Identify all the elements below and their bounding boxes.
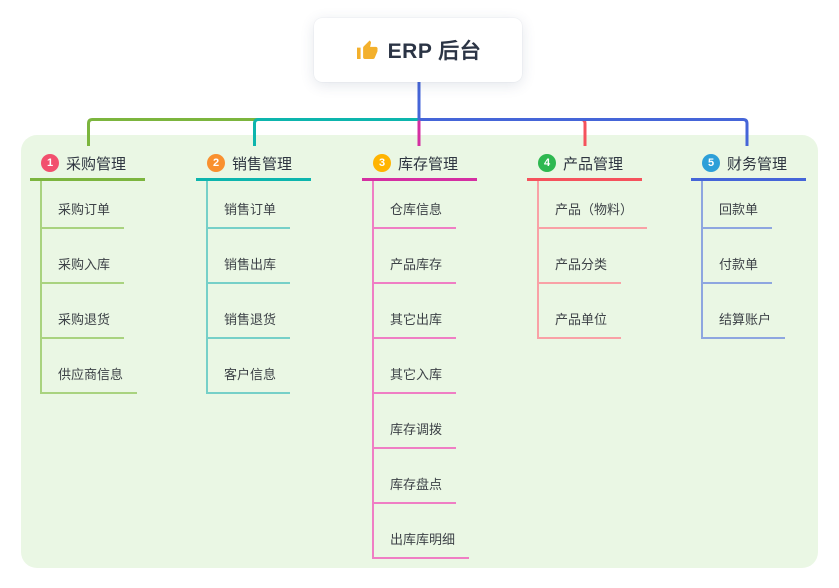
thumbs-up-icon	[356, 40, 378, 59]
child-node[interactable]: 采购退货	[40, 284, 190, 339]
child-node[interactable]: 其它入库	[372, 339, 522, 394]
child-label: 产品库存	[372, 254, 457, 284]
branch-number-badge: 4	[538, 154, 556, 172]
child-label: 库存调拨	[372, 419, 457, 449]
branch-column: 2 销售管理 销售订单销售出库销售退货客户信息	[196, 148, 356, 394]
branch-spine-line	[537, 181, 539, 339]
branch-column: 3 库存管理 仓库信息产品库存其它出库其它入库库存调拨库存盘点出库库明细	[362, 148, 522, 559]
branch-column: 5 财务管理 回款单付款单结算账户	[691, 148, 839, 339]
child-node[interactable]: 产品库存	[372, 229, 522, 284]
branch-number-badge: 3	[373, 154, 391, 172]
child-label: 出库库明细	[372, 529, 470, 559]
branch-header[interactable]: 2 销售管理	[196, 148, 312, 181]
child-label: 产品分类	[537, 254, 622, 284]
child-node[interactable]: 仓库信息	[372, 181, 522, 229]
child-label: 结算账户	[701, 309, 786, 339]
child-label: 回款单	[701, 199, 773, 229]
branch-children: 销售订单销售出库销售退货客户信息	[206, 181, 356, 394]
branch-column: 1 采购管理 采购订单采购入库采购退货供应商信息	[30, 148, 190, 394]
child-label: 产品（物料）	[537, 199, 648, 229]
child-label: 采购退货	[40, 309, 125, 339]
child-label: 客户信息	[206, 364, 291, 394]
branch-header[interactable]: 3 库存管理	[362, 148, 478, 181]
branch-label: 销售管理	[232, 155, 293, 173]
branch-number-badge: 2	[207, 154, 225, 172]
branch-column: 4 产品管理 产品（物料） 产品分类产品单位	[527, 148, 687, 339]
branch-label: 采购管理	[66, 155, 127, 173]
branch-children: 产品（物料） 产品分类产品单位	[537, 181, 687, 339]
branch-children: 采购订单采购入库采购退货供应商信息	[40, 181, 190, 394]
child-node[interactable]: 采购入库	[40, 229, 190, 284]
branch-header[interactable]: 1 采购管理	[30, 148, 146, 181]
child-label: 付款单	[701, 254, 773, 284]
child-node[interactable]: 供应商信息	[40, 339, 190, 394]
branch-label: 财务管理	[727, 155, 788, 173]
branch-spine-line	[701, 181, 703, 339]
child-node[interactable]: 产品分类	[537, 229, 687, 284]
child-node[interactable]: 销售订单	[206, 181, 356, 229]
branch-spine-line	[372, 181, 374, 559]
child-node[interactable]: 销售出库	[206, 229, 356, 284]
child-label: 采购订单	[40, 199, 125, 229]
branch-spine-line	[40, 181, 42, 394]
child-node[interactable]: 出库库明细	[372, 504, 522, 559]
child-node[interactable]: 其它出库	[372, 284, 522, 339]
child-node[interactable]: 库存调拨	[372, 394, 522, 449]
child-node[interactable]: 产品单位	[537, 284, 687, 339]
branch-header[interactable]: 4 产品管理	[527, 148, 643, 181]
branch-number-badge: 1	[41, 154, 59, 172]
child-label: 销售订单	[206, 199, 291, 229]
child-node[interactable]: 库存盘点	[372, 449, 522, 504]
child-label: 供应商信息	[40, 364, 138, 394]
child-label: 产品单位	[537, 309, 622, 339]
branch-label: 库存管理	[398, 155, 459, 173]
child-node[interactable]: 结算账户	[701, 284, 839, 339]
branches-panel	[21, 135, 818, 568]
child-label: 仓库信息	[372, 199, 457, 229]
branch-spine-line	[206, 181, 208, 394]
child-node[interactable]: 销售退货	[206, 284, 356, 339]
branch-children: 仓库信息产品库存其它出库其它入库库存调拨库存盘点出库库明细	[372, 181, 522, 559]
branch-header[interactable]: 5 财务管理	[691, 148, 807, 181]
root-label: ERP 后台	[387, 40, 482, 63]
child-label: 采购入库	[40, 254, 125, 284]
child-node[interactable]: 客户信息	[206, 339, 356, 394]
child-node[interactable]: 采购订单	[40, 181, 190, 229]
root-node[interactable]: ERP 后台	[314, 18, 522, 82]
branch-label: 产品管理	[563, 155, 624, 173]
child-label: 其它入库	[372, 364, 457, 394]
child-node[interactable]: 产品（物料）	[537, 181, 687, 229]
branch-children: 回款单付款单结算账户	[701, 181, 839, 339]
child-node[interactable]: 付款单	[701, 229, 839, 284]
child-label: 库存盘点	[372, 474, 457, 504]
child-label: 销售退货	[206, 309, 291, 339]
child-label: 其它出库	[372, 309, 457, 339]
child-node[interactable]: 回款单	[701, 181, 839, 229]
child-label: 销售出库	[206, 254, 291, 284]
branch-number-badge: 5	[702, 154, 720, 172]
